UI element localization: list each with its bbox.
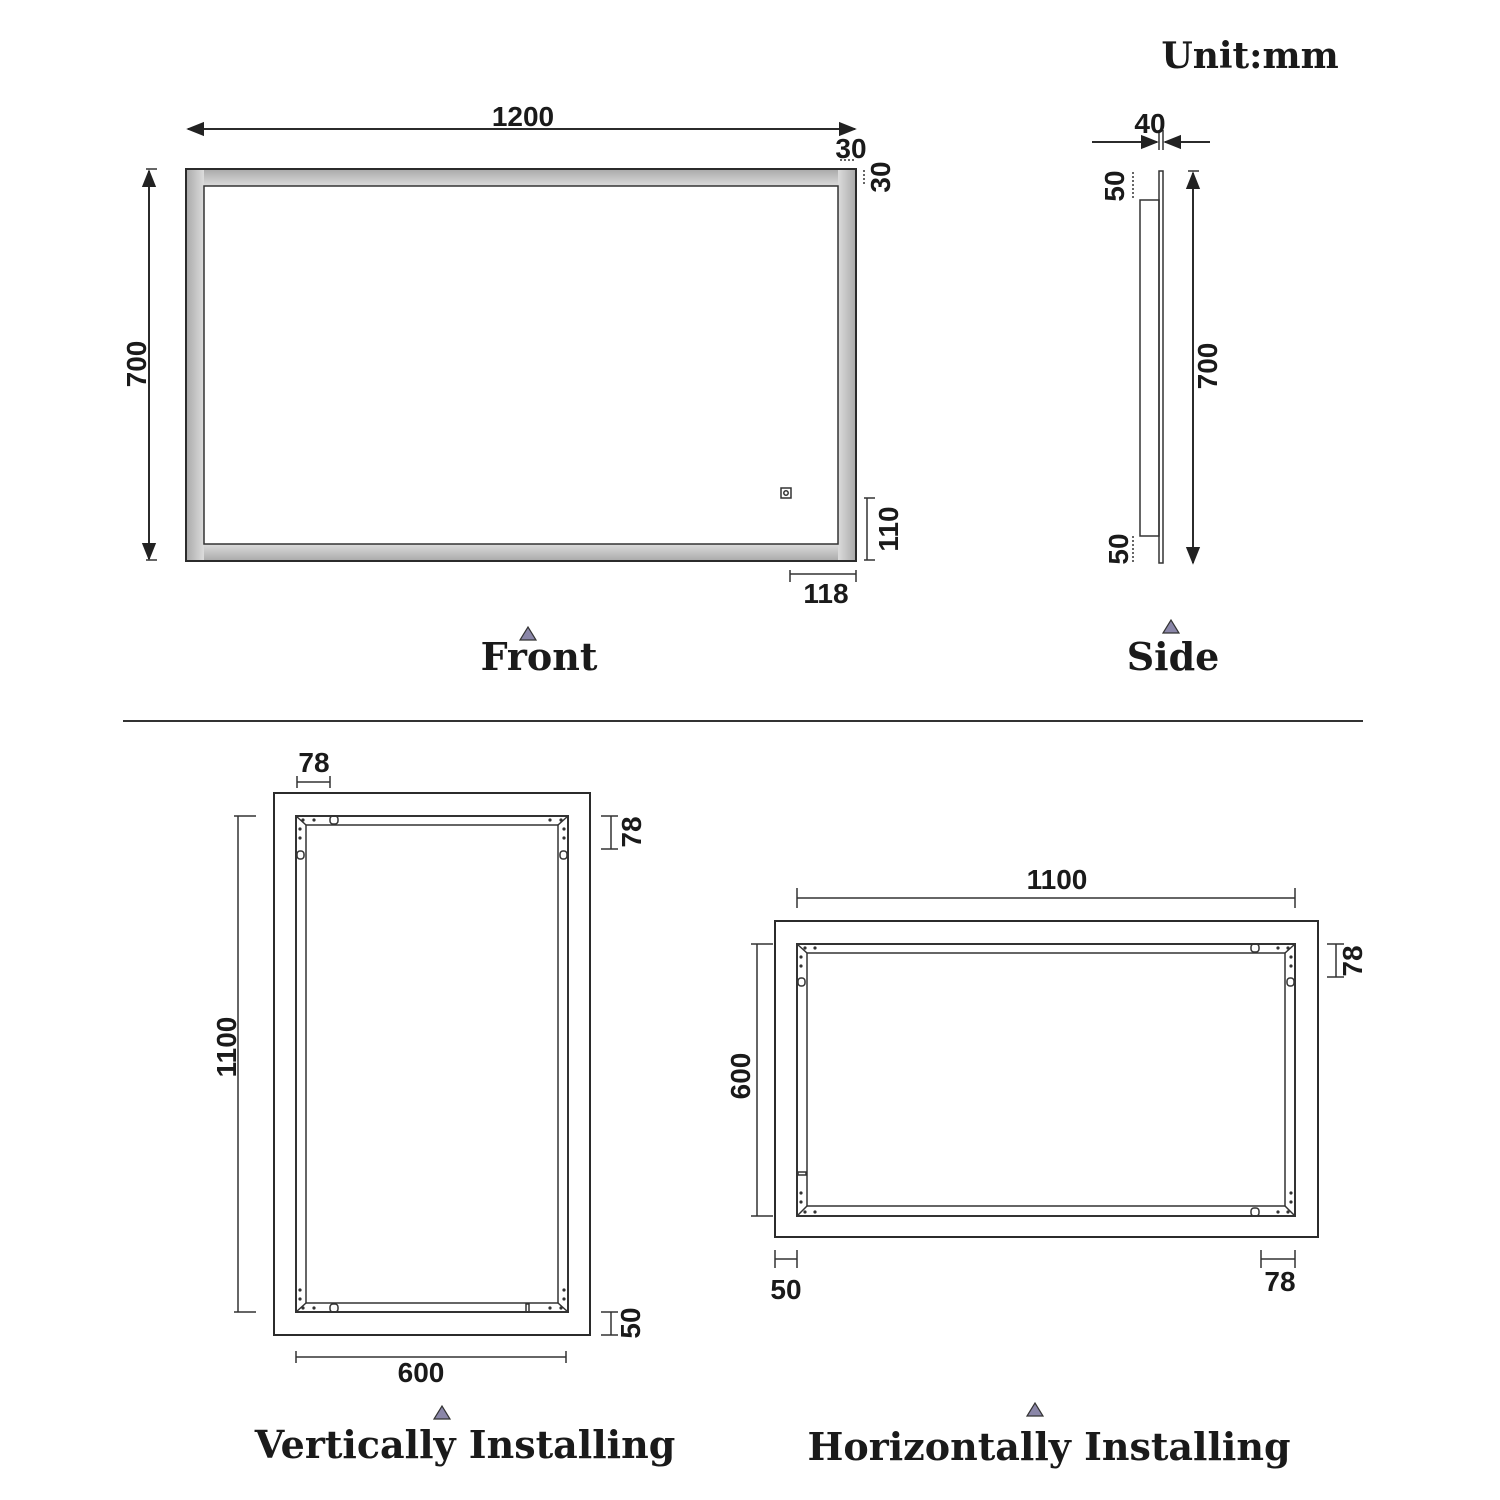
horizontal-offset-right-label: 78 (1264, 1266, 1295, 1297)
horizontal-title: Horizontally Installing (807, 1424, 1290, 1469)
vertical-title: Vertically Installing (254, 1422, 676, 1467)
vertical-offset-left-label: 78 (298, 747, 329, 778)
vertical-marker-icon (432, 1404, 452, 1420)
switch-offset-bottom-label: 110 (873, 506, 904, 551)
vertical-offset-top-label: 78 (616, 816, 647, 847)
horizontal-bracket-inner (806, 952, 1286, 1207)
led-band-right (838, 169, 856, 561)
mirror-glass (203, 185, 839, 545)
horizontal-bracket-width-label: 1100 (1027, 864, 1088, 895)
horizontal-screw-dots (799, 946, 1293, 1214)
side-height-label: 700 (1192, 343, 1223, 390)
front-border-side-label: 30 (865, 161, 896, 192)
touch-switch-icon (780, 487, 792, 499)
horizontal-bracket-height-label: 600 (725, 1053, 756, 1100)
side-marker-icon (1161, 618, 1181, 634)
vertical-bracket-outer (295, 815, 569, 1313)
vertical-bracket-inner (305, 824, 559, 1304)
vertical-bracket-width-label: 600 (398, 1357, 445, 1388)
side-title: Side (1127, 634, 1220, 679)
side-backbox (1139, 199, 1160, 537)
front-width-label: 1200 (492, 101, 554, 132)
side-top-offset-label: 50 (1099, 170, 1130, 201)
led-band-left (186, 169, 204, 561)
unit-label: Unit:mm (1161, 35, 1338, 77)
vertical-offset-bottom-label: 50 (615, 1307, 646, 1338)
horizontal-offset-left-label: 50 (770, 1274, 801, 1305)
led-band-top (186, 169, 856, 186)
horizontal-bracket-outer (796, 943, 1296, 1217)
vertical-install-view: 78 78 1100 600 50 Vertically Installing (211, 747, 675, 1467)
horizontal-offset-right-top-label: 78 (1337, 945, 1368, 976)
horizontal-marker-icon (1025, 1401, 1045, 1417)
front-border-top-label: 30 (835, 133, 866, 164)
vertical-screw-dots (298, 818, 566, 1310)
side-depth-label: 40 (1134, 108, 1165, 139)
horizontal-mirror-outline (774, 920, 1319, 1238)
side-view: 40 700 50 50 Side (1092, 108, 1223, 679)
vertical-hook-icons (296, 815, 568, 1313)
vertical-mirror-outline (273, 792, 591, 1336)
front-view: 1200 700 30 30 110 118 Front (121, 101, 904, 679)
vertical-bracket-height-label: 1100 (211, 1017, 242, 1078)
horizontal-hook-icons (797, 943, 1295, 1217)
side-bottom-offset-label: 50 (1103, 533, 1134, 564)
led-band-bottom (186, 544, 856, 561)
mirror-outline (185, 168, 857, 562)
front-height-label: 700 (121, 341, 152, 388)
horizontal-install-view: 1100 600 78 50 78 Horizontally Installin… (725, 864, 1368, 1469)
front-title: Front (481, 634, 598, 679)
switch-offset-side-label: 118 (803, 578, 848, 609)
front-marker-icon (518, 625, 538, 641)
